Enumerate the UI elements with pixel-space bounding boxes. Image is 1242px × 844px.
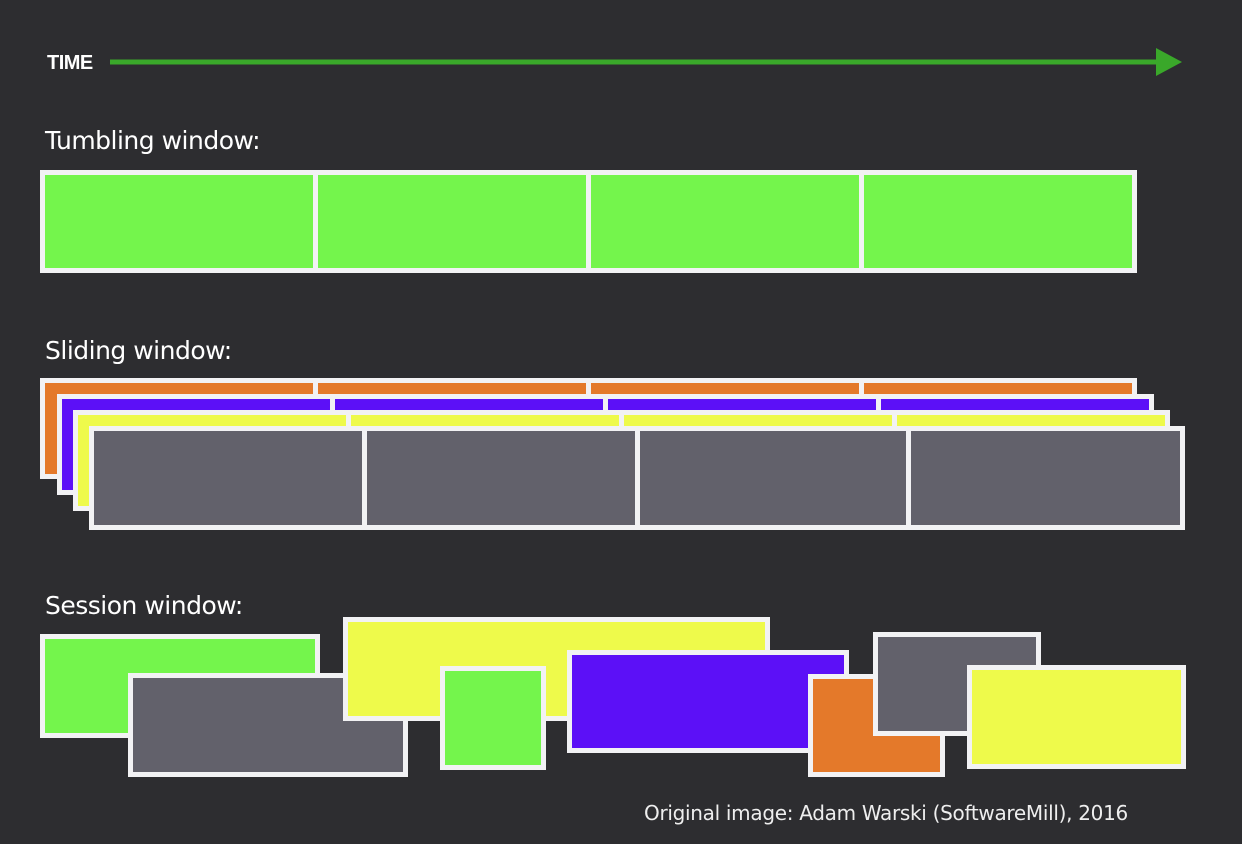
sliding-window-label: Sliding window:: [45, 336, 232, 365]
image-credit: Original image: Adam Warski (SoftwareMil…: [644, 801, 1128, 825]
sliding-window-grey-4: [906, 426, 1185, 530]
session-window-green-2: [440, 666, 546, 770]
time-arrow-icon: [110, 48, 1182, 76]
tumbling-window-2: [313, 170, 592, 273]
tumbling-window-1: [40, 170, 319, 273]
tumbling-window-3: [586, 170, 865, 273]
tumbling-window-4: [859, 170, 1137, 273]
sliding-window-grey-2: [362, 426, 641, 530]
sliding-window-grey-3: [635, 426, 914, 530]
session-window-label: Session window:: [45, 591, 243, 620]
time-axis-label: TIME: [47, 52, 93, 74]
sliding-window-grey-1: [89, 426, 368, 530]
session-window-yellow-2: [967, 665, 1186, 769]
session-window-purple-1: [567, 650, 849, 753]
tumbling-window-label: Tumbling window:: [45, 126, 261, 155]
